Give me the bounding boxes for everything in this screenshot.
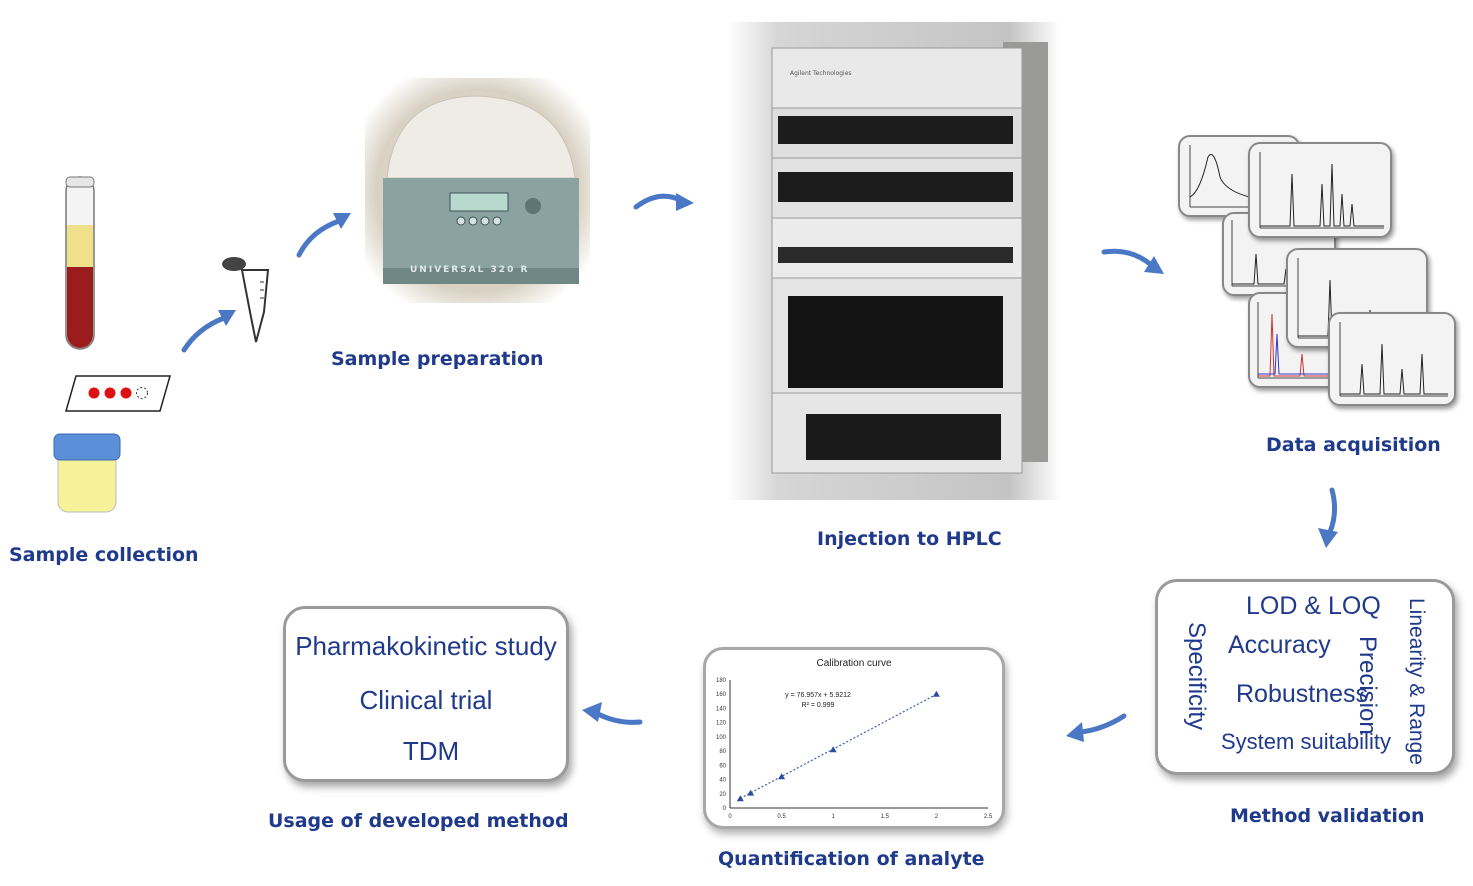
- y-tick-label: 40: [719, 778, 726, 784]
- sample-collection-label: Sample collection: [9, 544, 199, 566]
- blood-tube-icon: [65, 176, 95, 350]
- curved-arrow-icon: [633, 193, 694, 211]
- sample-preparation-label: Sample preparation: [331, 348, 544, 370]
- chromatogram-thumbnail: [1328, 312, 1456, 406]
- data-point: [932, 690, 940, 697]
- y-tick-label: 120: [716, 721, 727, 727]
- chart-title: Calibration curve: [816, 658, 891, 669]
- accuracy-text: Accuracy: [1228, 631, 1331, 659]
- method-validation-label: Method validation: [1230, 805, 1425, 827]
- chart-equation: y = 76.957x + 5.9212: [785, 692, 851, 699]
- lod-loq-text: LOD & LOQ: [1246, 592, 1381, 620]
- curved-arrow-icon: [1318, 487, 1338, 548]
- pharmacokinetic-study-text: Pharmakokinetic study: [295, 631, 557, 661]
- quantification-label: Quantification of analyte: [718, 848, 985, 870]
- y-tick-label: 100: [716, 735, 727, 741]
- trendline: [740, 693, 937, 799]
- calibration-curve-chart: Calibration curve y = 76.957x + 5.9212 R…: [703, 647, 1005, 829]
- x-tick-label: 0.5: [777, 814, 786, 820]
- curved-arrow-icon: [582, 702, 643, 725]
- x-tick-label: 1.5: [881, 814, 890, 820]
- y-tick-label: 0: [723, 806, 727, 812]
- urine-container-icon: [53, 433, 121, 513]
- tdm-text: TDM: [402, 736, 460, 766]
- microtube-icon: [222, 257, 270, 343]
- data-point: [736, 795, 744, 802]
- precision-text: Precision: [1354, 636, 1381, 735]
- usage-method-label: Usage of developed method: [268, 810, 569, 832]
- data-point: [747, 789, 755, 796]
- linearity-range-text: Linearity & Range: [1405, 598, 1428, 765]
- y-tick-label: 180: [716, 678, 727, 684]
- hplc-system-photo: Agilent Technologies: [728, 22, 1060, 500]
- data-point: [829, 746, 837, 753]
- usage-box: Pharmakokinetic study Clinical trial TDM: [283, 606, 569, 782]
- curved-arrow-icon: [296, 213, 351, 258]
- y-tick-label: 140: [716, 706, 727, 712]
- robustness-text: Robustness: [1236, 680, 1369, 708]
- chart-r2: R² = 0.999: [802, 702, 835, 709]
- curved-arrow-icon: [1066, 713, 1127, 742]
- data-point: [778, 773, 786, 780]
- method-validation-box: LOD & LOQ Accuracy Robustness System sui…: [1155, 579, 1455, 775]
- calibration-chart-svg: Calibration curve y = 76.957x + 5.9212 R…: [716, 658, 993, 820]
- y-tick-label: 20: [719, 792, 726, 798]
- data-acquisition-label: Data acquisition: [1266, 434, 1441, 456]
- blood-spot-card-icon: [65, 375, 171, 412]
- y-tick-label: 80: [719, 749, 726, 755]
- specificity-text: Specificity: [1183, 622, 1210, 731]
- centrifuge-model-label: UNIVERSAL 320 R: [410, 265, 530, 275]
- y-tick-label: 60: [719, 763, 726, 769]
- x-tick-label: 1: [832, 814, 836, 820]
- x-tick-label: 0: [728, 814, 732, 820]
- curved-arrow-icon: [181, 310, 236, 353]
- x-tick-label: 2.5: [984, 814, 993, 820]
- curved-arrow-icon: [1101, 248, 1164, 274]
- x-tick-label: 2: [935, 814, 939, 820]
- hplc-brand-label: Agilent Technologies: [790, 70, 852, 77]
- y-tick-label: 160: [716, 692, 727, 698]
- system-suitability-text: System suitability: [1221, 729, 1391, 754]
- centrifuge-photo: UNIVERSAL 320 R: [365, 78, 590, 303]
- clinical-trial-text: Clinical trial: [359, 685, 493, 715]
- injection-hplc-label: Injection to HPLC: [817, 528, 1002, 550]
- chromatogram-thumbnail: [1248, 142, 1392, 238]
